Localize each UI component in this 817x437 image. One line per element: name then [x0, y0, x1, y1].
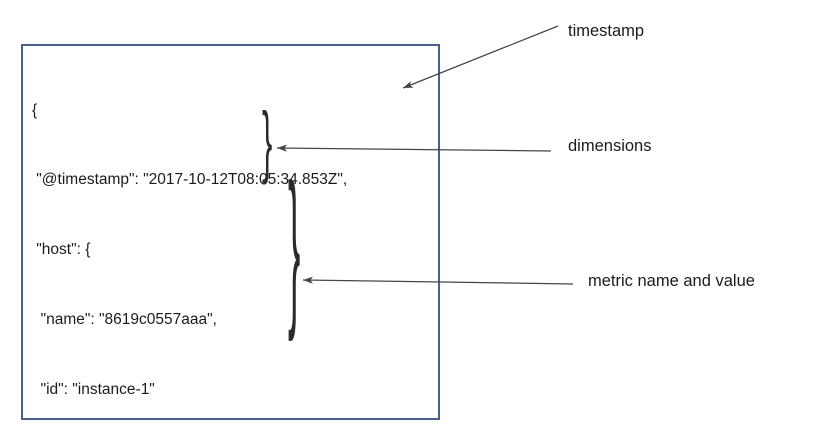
annotation-label-dimensions: dimensions [568, 137, 652, 155]
json-line-1: "@timestamp": "2017-10-12T08:05:34.853Z"… [32, 171, 348, 189]
annotation-label-metric: metric name and value [588, 272, 755, 290]
json-line-0: { [32, 101, 38, 119]
json-document-code: { "@timestamp": "2017-10-12T08:05:34.853… [32, 52, 432, 437]
json-line-4: "id": "instance-1" [32, 381, 155, 399]
json-document-box [21, 44, 440, 420]
json-line-2: "host": { [32, 241, 91, 259]
json-line-3: "name": "8619c0557aaa", [32, 311, 217, 329]
annotation-label-timestamp: timestamp [568, 22, 645, 40]
